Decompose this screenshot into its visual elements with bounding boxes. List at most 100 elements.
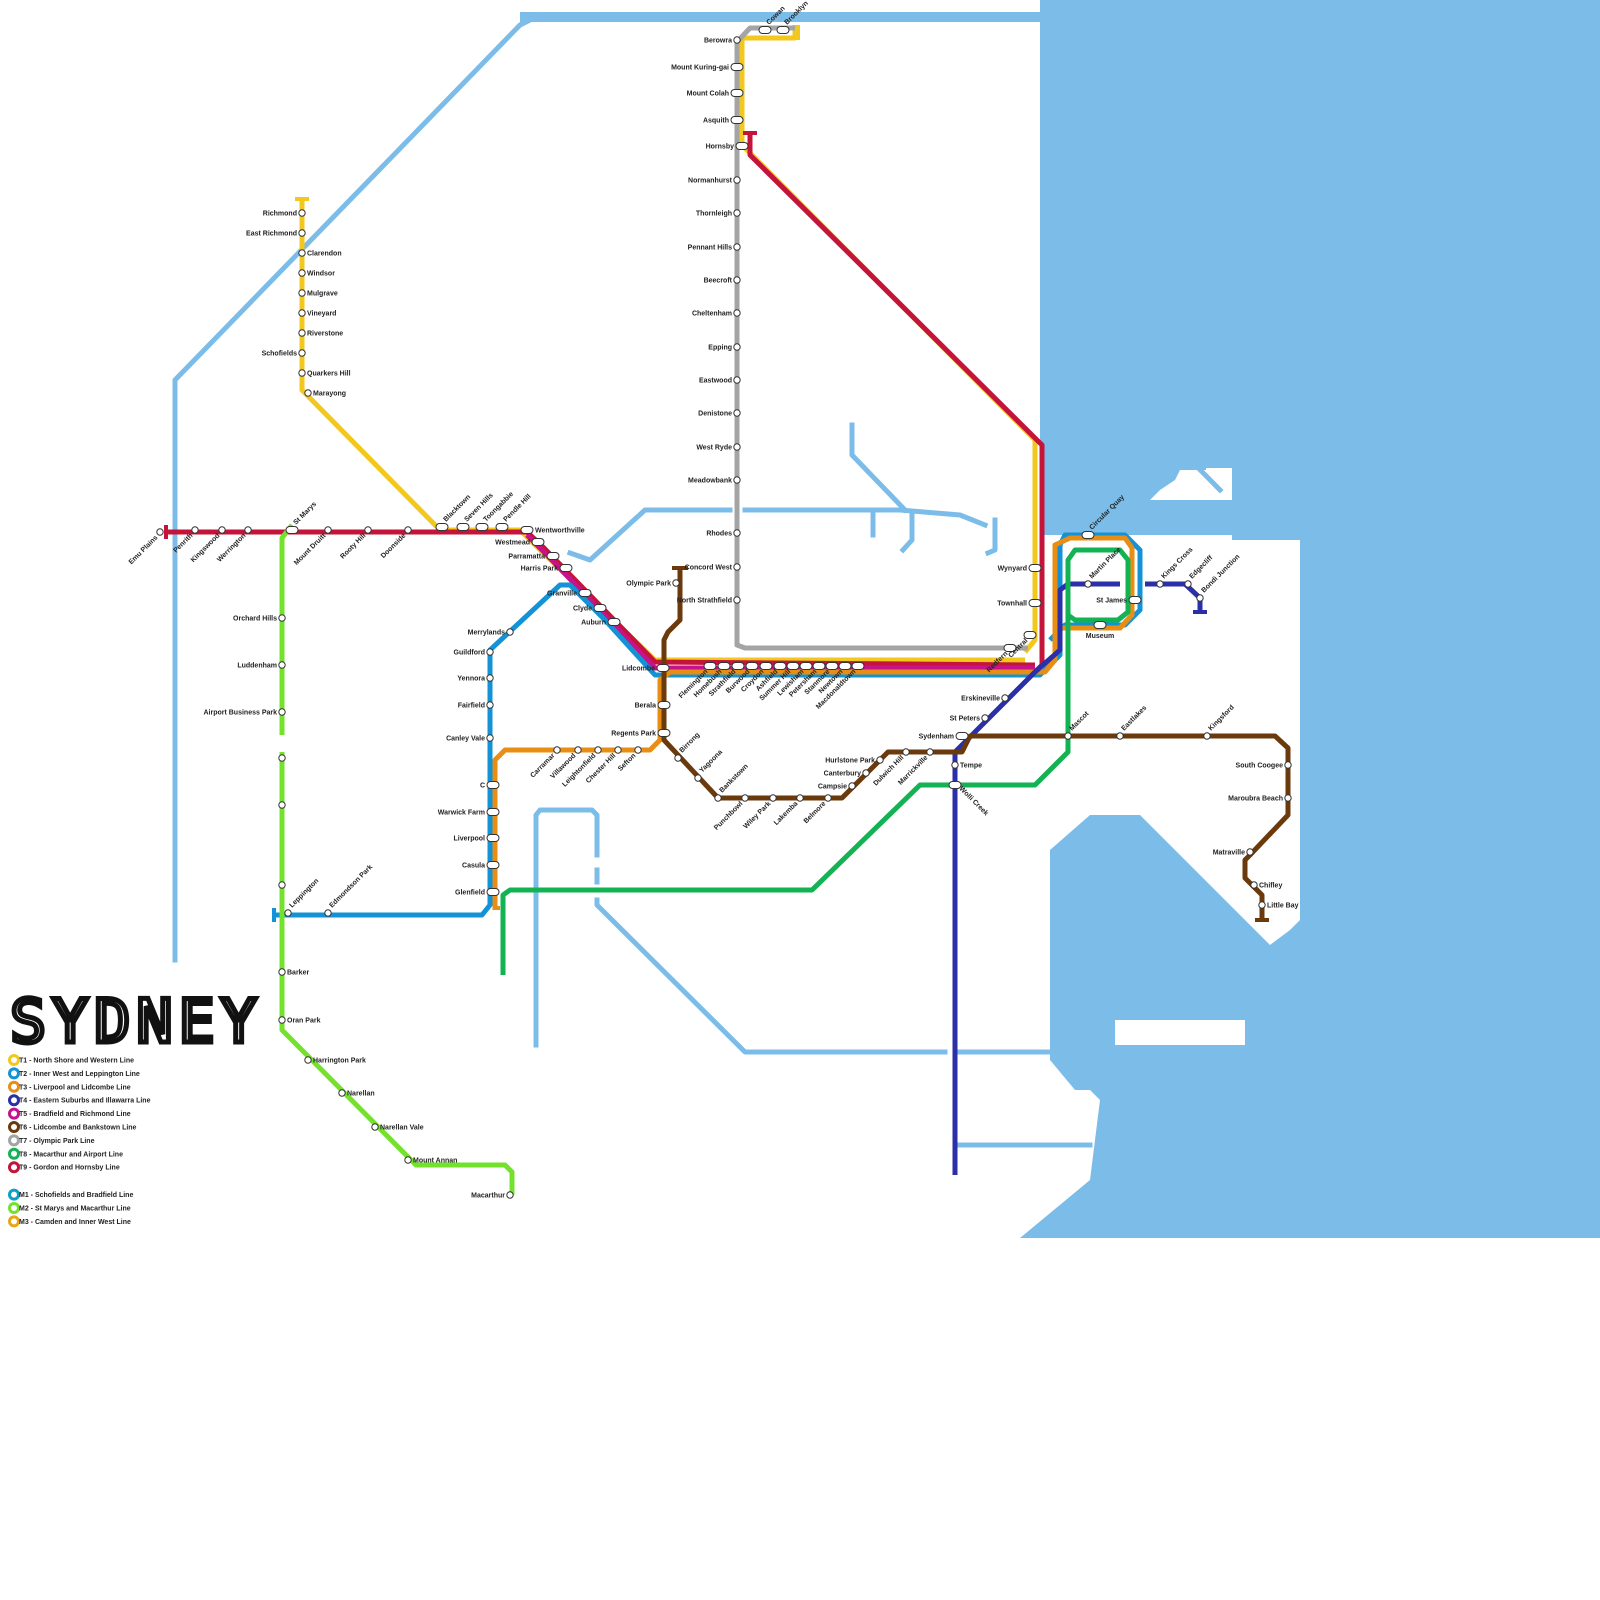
legend-swatch	[8, 1215, 20, 1228]
station-unnamed[interactable]	[278, 881, 286, 889]
station-thornleigh[interactable]: Thornleigh	[696, 209, 741, 218]
station-marker	[657, 701, 671, 709]
station-label: Hurlstone Park	[825, 758, 875, 765]
station-glenfield[interactable]: Glenfield	[455, 888, 500, 897]
station-riverstone[interactable]: Riverstone	[298, 329, 343, 338]
station-pennant-hills[interactable]: Pennant Hills	[688, 243, 741, 252]
station-st-peters[interactable]: St Peters	[950, 714, 989, 723]
station-chifley[interactable]: Chifley	[1250, 881, 1283, 890]
station-airport-business-park[interactable]: Airport Business Park	[203, 708, 286, 717]
station-wynyard[interactable]: Wynyard	[998, 564, 1042, 573]
station-clarendon[interactable]: Clarendon	[298, 249, 342, 258]
station-south-coogee[interactable]: South Coogee	[1236, 761, 1292, 770]
station-vineyard[interactable]: Vineyard	[298, 309, 337, 318]
station-merrylands[interactable]: Merrylands	[468, 628, 514, 637]
station-wentworthville[interactable]: Wentworthville	[520, 526, 585, 535]
station-canley-vale[interactable]: Canley Vale	[446, 734, 494, 743]
station-olympic-park[interactable]: Olympic Park	[626, 579, 680, 588]
station-label: Tempe	[960, 763, 982, 770]
station-hurlstone-park[interactable]: Hurlstone Park	[825, 756, 884, 765]
station-unnamed[interactable]	[278, 801, 286, 809]
station-leightonfield[interactable]: Leightonfield	[561, 746, 602, 789]
station-label: Riverstone	[307, 331, 343, 338]
station-mount-colah[interactable]: Mount Colah	[687, 89, 744, 98]
station-leppington[interactable]: Leppington	[284, 878, 321, 917]
station-parramatta[interactable]: Parramatta	[508, 552, 560, 561]
station-denistone[interactable]: Denistone	[698, 409, 741, 418]
station-normanhurst[interactable]: Normanhurst	[688, 176, 741, 185]
station-warwick-farm[interactable]: Warwick Farm	[438, 808, 500, 817]
station-barker[interactable]: Barker	[278, 968, 310, 977]
station-matraville[interactable]: Matraville	[1213, 848, 1254, 857]
station-mount-kuring-gai[interactable]: Mount Kuring-gai	[671, 63, 744, 72]
station-cabramatta[interactable]: C	[480, 781, 500, 790]
legend-item-t5: T5 - Bradfield and Richmond Line	[8, 1107, 131, 1120]
station-quakers-hill[interactable]: Quarkers Hill	[298, 369, 351, 378]
station-maroubra-beach[interactable]: Maroubra Beach	[1228, 794, 1292, 803]
station-macarthur[interactable]: Macarthur	[471, 1191, 514, 1200]
station-beecroft[interactable]: Beecroft	[704, 276, 741, 285]
station-marker	[486, 861, 500, 869]
station-liverpool[interactable]: Liverpool	[453, 834, 500, 843]
station-westmead[interactable]: Westmead	[495, 538, 545, 547]
station-marker	[298, 309, 306, 317]
station-eastwood[interactable]: Eastwood	[699, 376, 741, 385]
station-mulgrave[interactable]: Mulgrave	[298, 289, 338, 298]
station-yagoona[interactable]: Yagoona	[694, 749, 724, 782]
station-emu-plains[interactable]: Emu Plains	[128, 528, 164, 566]
station-museum[interactable]: Museum	[1086, 621, 1114, 641]
station-auburn[interactable]: Auburn	[581, 618, 621, 627]
station-cheltenham[interactable]: Cheltenham	[692, 309, 741, 318]
station-regents-park[interactable]: Regents Park	[611, 729, 671, 738]
station-west-ryde[interactable]: West Ryde	[696, 443, 741, 452]
station-marker	[733, 443, 741, 451]
station-marker	[1003, 644, 1017, 652]
station-clyde[interactable]: Clyde	[573, 604, 607, 613]
station-st-marys[interactable]: St Marys	[285, 501, 318, 534]
station-little-bay[interactable]: Little Bay	[1258, 901, 1299, 910]
station-meadowbank[interactable]: Meadowbank	[688, 476, 741, 485]
station-hornsby[interactable]: Hornsby	[706, 142, 749, 151]
station-epping[interactable]: Epping	[708, 343, 741, 352]
station-north-strathfield[interactable]: North Strathfield	[677, 596, 741, 605]
station-townhall[interactable]: Townhall	[997, 599, 1042, 608]
station-oran-park[interactable]: Oran Park	[278, 1016, 321, 1025]
station-edmondson-park[interactable]: Edmondson Park	[324, 864, 374, 917]
station-asquith[interactable]: Asquith	[703, 116, 744, 125]
station-narellan[interactable]: Narellan	[338, 1089, 375, 1098]
station-rhodes[interactable]: Rhodes	[706, 529, 741, 538]
station-casula[interactable]: Casula	[462, 861, 500, 870]
station-concord-west[interactable]: Concord West	[685, 563, 741, 572]
station-st-james[interactable]: St James	[1096, 596, 1142, 605]
station-harrington-park[interactable]: Harrington Park	[304, 1056, 366, 1065]
station-campsie[interactable]: Campsie	[818, 782, 856, 791]
station-guildford[interactable]: Guildford	[454, 648, 494, 657]
station-chester-hill[interactable]: Chester Hill	[585, 746, 622, 785]
station-windsor[interactable]: Windsor	[298, 269, 335, 278]
station-canterbury[interactable]: Canterbury	[824, 769, 870, 778]
station-mount-annan[interactable]: Mount Annan	[404, 1156, 458, 1165]
line-t6	[661, 568, 1291, 920]
station-granville[interactable]: Granville	[547, 589, 592, 598]
station-fairfield[interactable]: Fairfield	[458, 701, 494, 710]
station-orchard-hills[interactable]: Orchard Hills	[233, 614, 286, 623]
station-label: Windsor	[307, 271, 335, 278]
station-berowra[interactable]: Berowra	[704, 36, 741, 45]
station-richmond[interactable]: Richmond	[263, 209, 306, 218]
station-narellan-vale[interactable]: Narellan Vale	[371, 1123, 424, 1132]
station-tempe[interactable]: Tempe	[951, 761, 982, 770]
station-lidcombe[interactable]: Lidcombe	[622, 664, 670, 673]
station-harris-park[interactable]: Harris Park	[521, 564, 573, 573]
station-yennora[interactable]: Yennora	[457, 674, 494, 683]
station-marayong[interactable]: Marayong	[304, 389, 346, 398]
station-label: Regents Park	[611, 731, 656, 738]
station-luddenham[interactable]: Luddenham	[237, 661, 286, 670]
line-t1-west	[299, 200, 1025, 663]
station-unnamed[interactable]	[278, 754, 286, 762]
station-birrong[interactable]: Birrong	[674, 732, 701, 762]
station-east-richmond[interactable]: East Richmond	[246, 229, 306, 238]
station-berala[interactable]: Berala	[635, 701, 671, 710]
station-sydenham[interactable]: Sydenham	[919, 732, 969, 741]
station-schofields[interactable]: Schofields	[262, 349, 306, 358]
station-erskineville[interactable]: Erskineville	[961, 694, 1009, 703]
